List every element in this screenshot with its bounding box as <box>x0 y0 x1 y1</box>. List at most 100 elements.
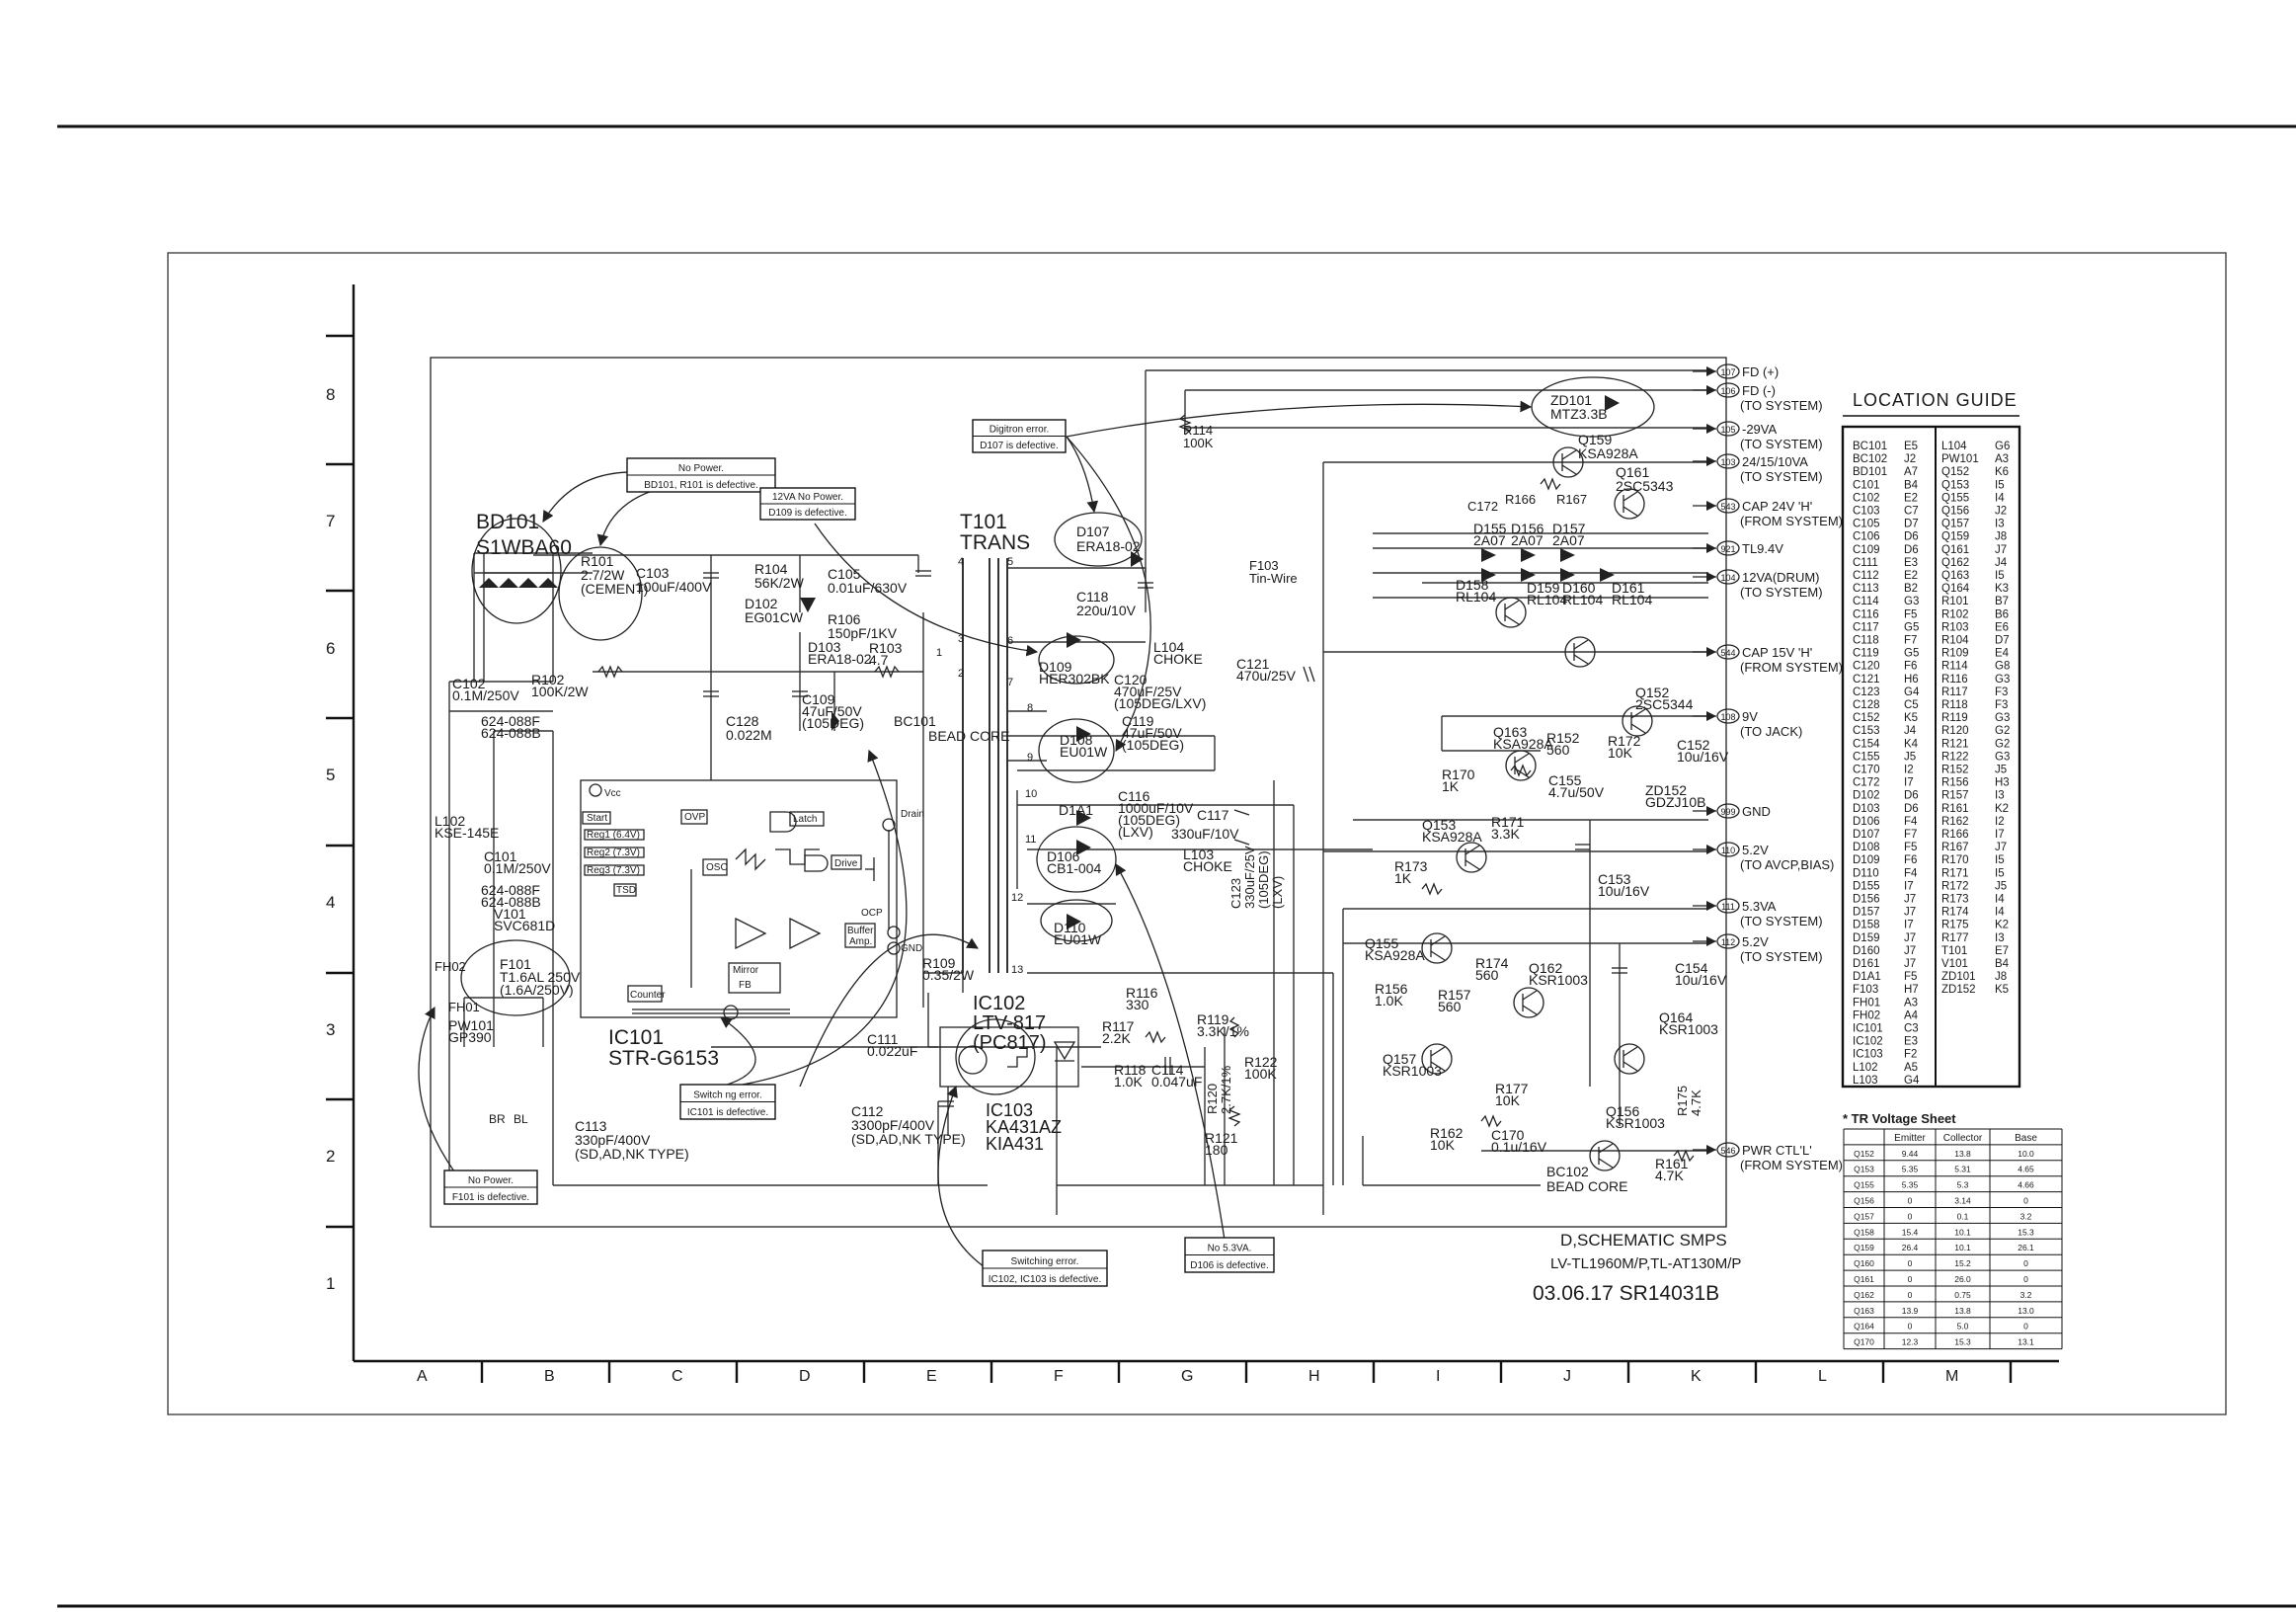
location-cell: E4 <box>1995 648 2010 660</box>
location-cell: C5 <box>1904 699 1919 711</box>
location-cell: I4 <box>1995 894 2005 906</box>
tr-sheet-cell: Q153 <box>1854 1165 1874 1174</box>
location-ref: R103 <box>1941 621 1969 633</box>
location-ref: R167 <box>1941 842 1969 853</box>
component-label-c113: (SD,AD,NK TYPE) <box>575 1146 689 1162</box>
component-label-bead-core: BEAD CORE <box>928 728 1009 744</box>
location-ref: Q162 <box>1941 557 1969 569</box>
callout-title: Switch ng error. <box>693 1090 761 1101</box>
location-cell: F2 <box>1904 1049 1917 1061</box>
component-label-f624a: 624-088B <box>481 725 541 741</box>
location-ref: D155 <box>1853 880 1880 892</box>
location-cell: J7 <box>1904 894 1916 906</box>
component-label-r120: R120 <box>1205 1084 1220 1114</box>
transistor-symbol <box>1614 1043 1645 1075</box>
tr-sheet-header: Collector <box>1943 1133 1983 1144</box>
location-cell: A3 <box>1904 997 1918 1009</box>
component-label-c123: (105DEG) <box>1256 850 1271 909</box>
connector-label: 5.3VA <box>1742 899 1777 914</box>
location-cell: J8 <box>1995 531 2007 543</box>
defect-circles <box>460 376 1655 1095</box>
component-label-r118: R118 <box>1114 1062 1147 1078</box>
component-label-r122: R122 <box>1244 1054 1278 1070</box>
pin-label: 8 <box>1027 702 1033 714</box>
component-label-r152: R152 <box>1546 730 1580 746</box>
location-ref: IC102 <box>1853 1036 1883 1048</box>
component-label-c153: 10u/16V <box>1598 883 1650 899</box>
location-ref: Q156 <box>1941 506 1969 518</box>
component-label-r156: R156 <box>1375 981 1408 997</box>
component-label-zd152: ZD152 <box>1645 782 1687 798</box>
component-label-q153: Q153 <box>1422 817 1456 833</box>
transistor-symbol <box>1505 750 1537 781</box>
component-label-c109: C109 <box>802 691 835 707</box>
connector-sublabel: (TO SYSTEM) <box>1740 469 1823 484</box>
tr-sheet-header: Base <box>2015 1133 2037 1144</box>
location-cell: B6 <box>1995 608 2009 620</box>
component-label-q161: Q161 <box>1616 464 1649 480</box>
location-ref: C120 <box>1853 661 1880 673</box>
location-cell: F6 <box>1904 854 1917 866</box>
component-label-c102: C102 <box>452 676 486 691</box>
component-label-c152: C152 <box>1677 737 1710 753</box>
grid-row-label: 2 <box>326 1147 335 1166</box>
connector-number: 544 <box>1720 648 1735 658</box>
location-cell: F3 <box>1995 699 2008 711</box>
location-ref: L104 <box>1941 441 1967 452</box>
tr-sheet-cell: 0 <box>1908 1258 1913 1268</box>
location-cell: G4 <box>1904 1075 1920 1087</box>
component-label-fh01: FH01 <box>448 1000 480 1014</box>
grid-col-label: C <box>672 1368 683 1385</box>
tr-sheet-cell: Q164 <box>1854 1322 1874 1332</box>
location-ref: D157 <box>1853 907 1880 919</box>
connector-label: -29VA <box>1742 422 1777 437</box>
connector-sublabel: (TO AVCP,BIAS) <box>1740 857 1834 872</box>
tr-sheet-cell: 3.2 <box>2020 1211 2032 1221</box>
grid-col-label: D <box>799 1368 811 1385</box>
transistor-symbol <box>1456 842 1487 873</box>
location-cell: J5 <box>1995 880 2007 892</box>
location-ref: C111 <box>1853 557 1878 569</box>
tr-sheet-cell: 13.8 <box>1954 1149 1971 1159</box>
svg-text:Start: Start <box>587 813 607 824</box>
component-label-c172: C172 <box>1467 499 1498 514</box>
component-label-t101: T101 <box>960 511 1007 533</box>
location-cell: E2 <box>1904 492 1918 504</box>
ic101-block: Start Reg1 (6.4V) Reg2 (7.3V) Reg3 (7.3V… <box>580 779 901 1020</box>
component-label-pw101: GP390 <box>448 1029 492 1045</box>
connector-label: 24/15/10VA <box>1742 454 1808 469</box>
grid-col-label: A <box>417 1368 428 1385</box>
location-ref: D156 <box>1853 894 1880 906</box>
location-cell: G3 <box>1904 596 1919 607</box>
location-ref: C152 <box>1853 712 1880 724</box>
component-label-fh02: FH02 <box>435 959 466 974</box>
component-label-c153: C153 <box>1598 871 1631 887</box>
location-cell: J7 <box>1904 945 1916 957</box>
component-label-d109: D109 <box>1039 659 1072 675</box>
component-label-c123: 330uF/25V <box>1242 846 1257 909</box>
component-label-c170: C170 <box>1491 1127 1525 1143</box>
component-label-d157: D157 <box>1552 521 1586 536</box>
location-cell: D6 <box>1904 790 1919 802</box>
component-label-c112: (SD,AD,NK TYPE) <box>851 1131 966 1147</box>
component-label-r152: 560 <box>1546 742 1570 758</box>
location-ref: L103 <box>1853 1075 1878 1087</box>
location-cell: A7 <box>1904 466 1918 478</box>
location-cell: K4 <box>1904 738 1919 750</box>
connector-sublabel: (TO SYSTEM) <box>1740 437 1823 451</box>
tr-sheet-cell: 15.2 <box>1954 1258 1971 1268</box>
tr-sheet-cell: Q159 <box>1854 1243 1874 1252</box>
location-ref: D1A1 <box>1853 971 1881 983</box>
location-ref: R166 <box>1941 829 1969 841</box>
location-cell: F7 <box>1904 829 1917 841</box>
location-ref: D159 <box>1853 932 1880 944</box>
connector-number: 106 <box>1720 386 1735 396</box>
component-label-d157: 2A07 <box>1552 532 1585 548</box>
pin-label: 10 <box>1025 788 1037 800</box>
component-label-ic103: KIA431 <box>986 1134 1044 1154</box>
location-cell: B4 <box>1995 958 2010 970</box>
